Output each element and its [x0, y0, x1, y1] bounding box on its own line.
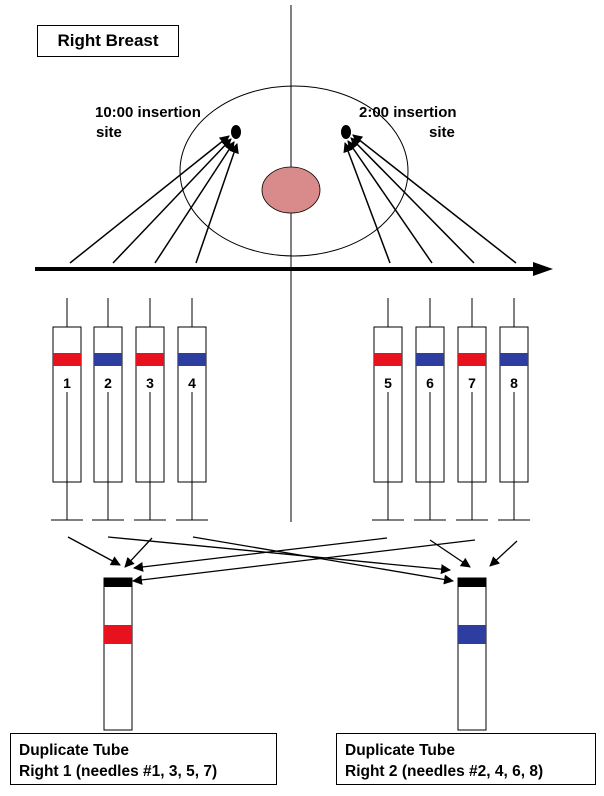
needle-6: 6 [414, 298, 446, 521]
needle-8-label: 8 [510, 375, 518, 391]
insertion-site-10-dot [231, 125, 241, 139]
insertion-site-2-dot [341, 125, 351, 139]
tube-caption-right-2-line2: Right 2 (needles #2, 4, 6, 8) [345, 763, 544, 780]
needle-5: 5 [372, 298, 404, 521]
needle-8: 8 [498, 298, 530, 521]
needle-2-label: 2 [104, 375, 112, 391]
tube-right-2 [457, 577, 487, 731]
needle-1-label: 1 [63, 375, 71, 391]
right-site-arrows [343, 134, 517, 264]
needle-1-band [53, 353, 81, 366]
needle-7-label: 7 [468, 375, 476, 391]
needle-5-band [374, 353, 402, 366]
tube-caption-right-1-line1: Duplicate Tube [19, 742, 129, 759]
tube-caption-right-2: Duplicate Tube Right 2 (needles #2, 4, 6… [336, 733, 596, 785]
needle-3-band [136, 353, 164, 366]
needle-2-band [94, 353, 122, 366]
needle-7: 7 [456, 298, 488, 521]
needle-2: 2 [92, 298, 124, 521]
tube-right-2-band [458, 625, 486, 644]
needle-4-band [178, 353, 206, 366]
breast-outline [179, 85, 409, 257]
tube-caption-right-2-line1: Duplicate Tube [345, 742, 455, 759]
tube-right-1 [103, 577, 133, 731]
needle-6-label: 6 [426, 375, 434, 391]
site-label-2-line1: 2:00 insertion [359, 104, 457, 121]
needle-6-band [416, 353, 444, 366]
needle-3-label: 3 [146, 375, 154, 391]
needles: 1 2 3 4 5 6 7 8 [51, 298, 530, 521]
left-site-arrows [69, 135, 239, 264]
needle-1: 1 [51, 298, 83, 521]
needle-4-label: 4 [188, 375, 196, 391]
needle-7-band [458, 353, 486, 366]
needle-3: 3 [134, 298, 166, 521]
nipple [261, 166, 321, 214]
site-label-10-line2: site [96, 124, 122, 141]
direction-arrowhead [533, 262, 553, 276]
tube-right-2-cap [458, 578, 486, 587]
site-label-2-line2: site [429, 124, 455, 141]
needle-8-band [500, 353, 528, 366]
tube-right-1-band [104, 625, 132, 644]
diagram-title: Right Breast [37, 25, 179, 57]
needle-4: 4 [176, 298, 208, 521]
needle-to-tube-arrows [67, 536, 518, 585]
tube-caption-right-1: Duplicate Tube Right 1 (needles #1, 3, 5… [10, 733, 277, 785]
tube-caption-right-1-line2: Right 1 (needles #1, 3, 5, 7) [19, 763, 218, 780]
tube-right-1-cap [104, 578, 132, 587]
site-label-10-line1: 10:00 insertion [95, 104, 201, 121]
needle-5-label: 5 [384, 375, 392, 391]
